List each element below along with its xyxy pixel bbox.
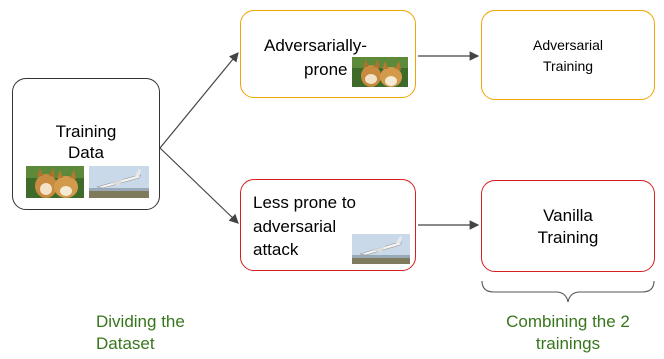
combining-caption: Combining the 2 trainings [506,312,630,353]
less-prone-label: Less prone to adversarial attack [253,193,357,259]
training-data-label: Training Data [55,122,117,162]
arrow-to-less-prone [159,147,239,224]
dogs-image [26,166,84,198]
airplane-image-small [352,234,410,264]
arrow-to-adversarially-prone [159,52,239,149]
dividing-caption: Dividing the Dataset [96,312,185,353]
vanilla-training-label: Vanilla Training [537,206,599,247]
vanilla-training-node [481,180,655,272]
adversarial-training-label: Adversarial Training [532,37,604,74]
airplane-image [89,166,149,198]
dogs-image-small [352,57,408,87]
grouping-brace [481,280,655,303]
adversarial-training-node [481,10,655,100]
adversarially-prone-label: Adversarially- prone [264,36,367,79]
adversarially-prone-node [240,10,416,98]
